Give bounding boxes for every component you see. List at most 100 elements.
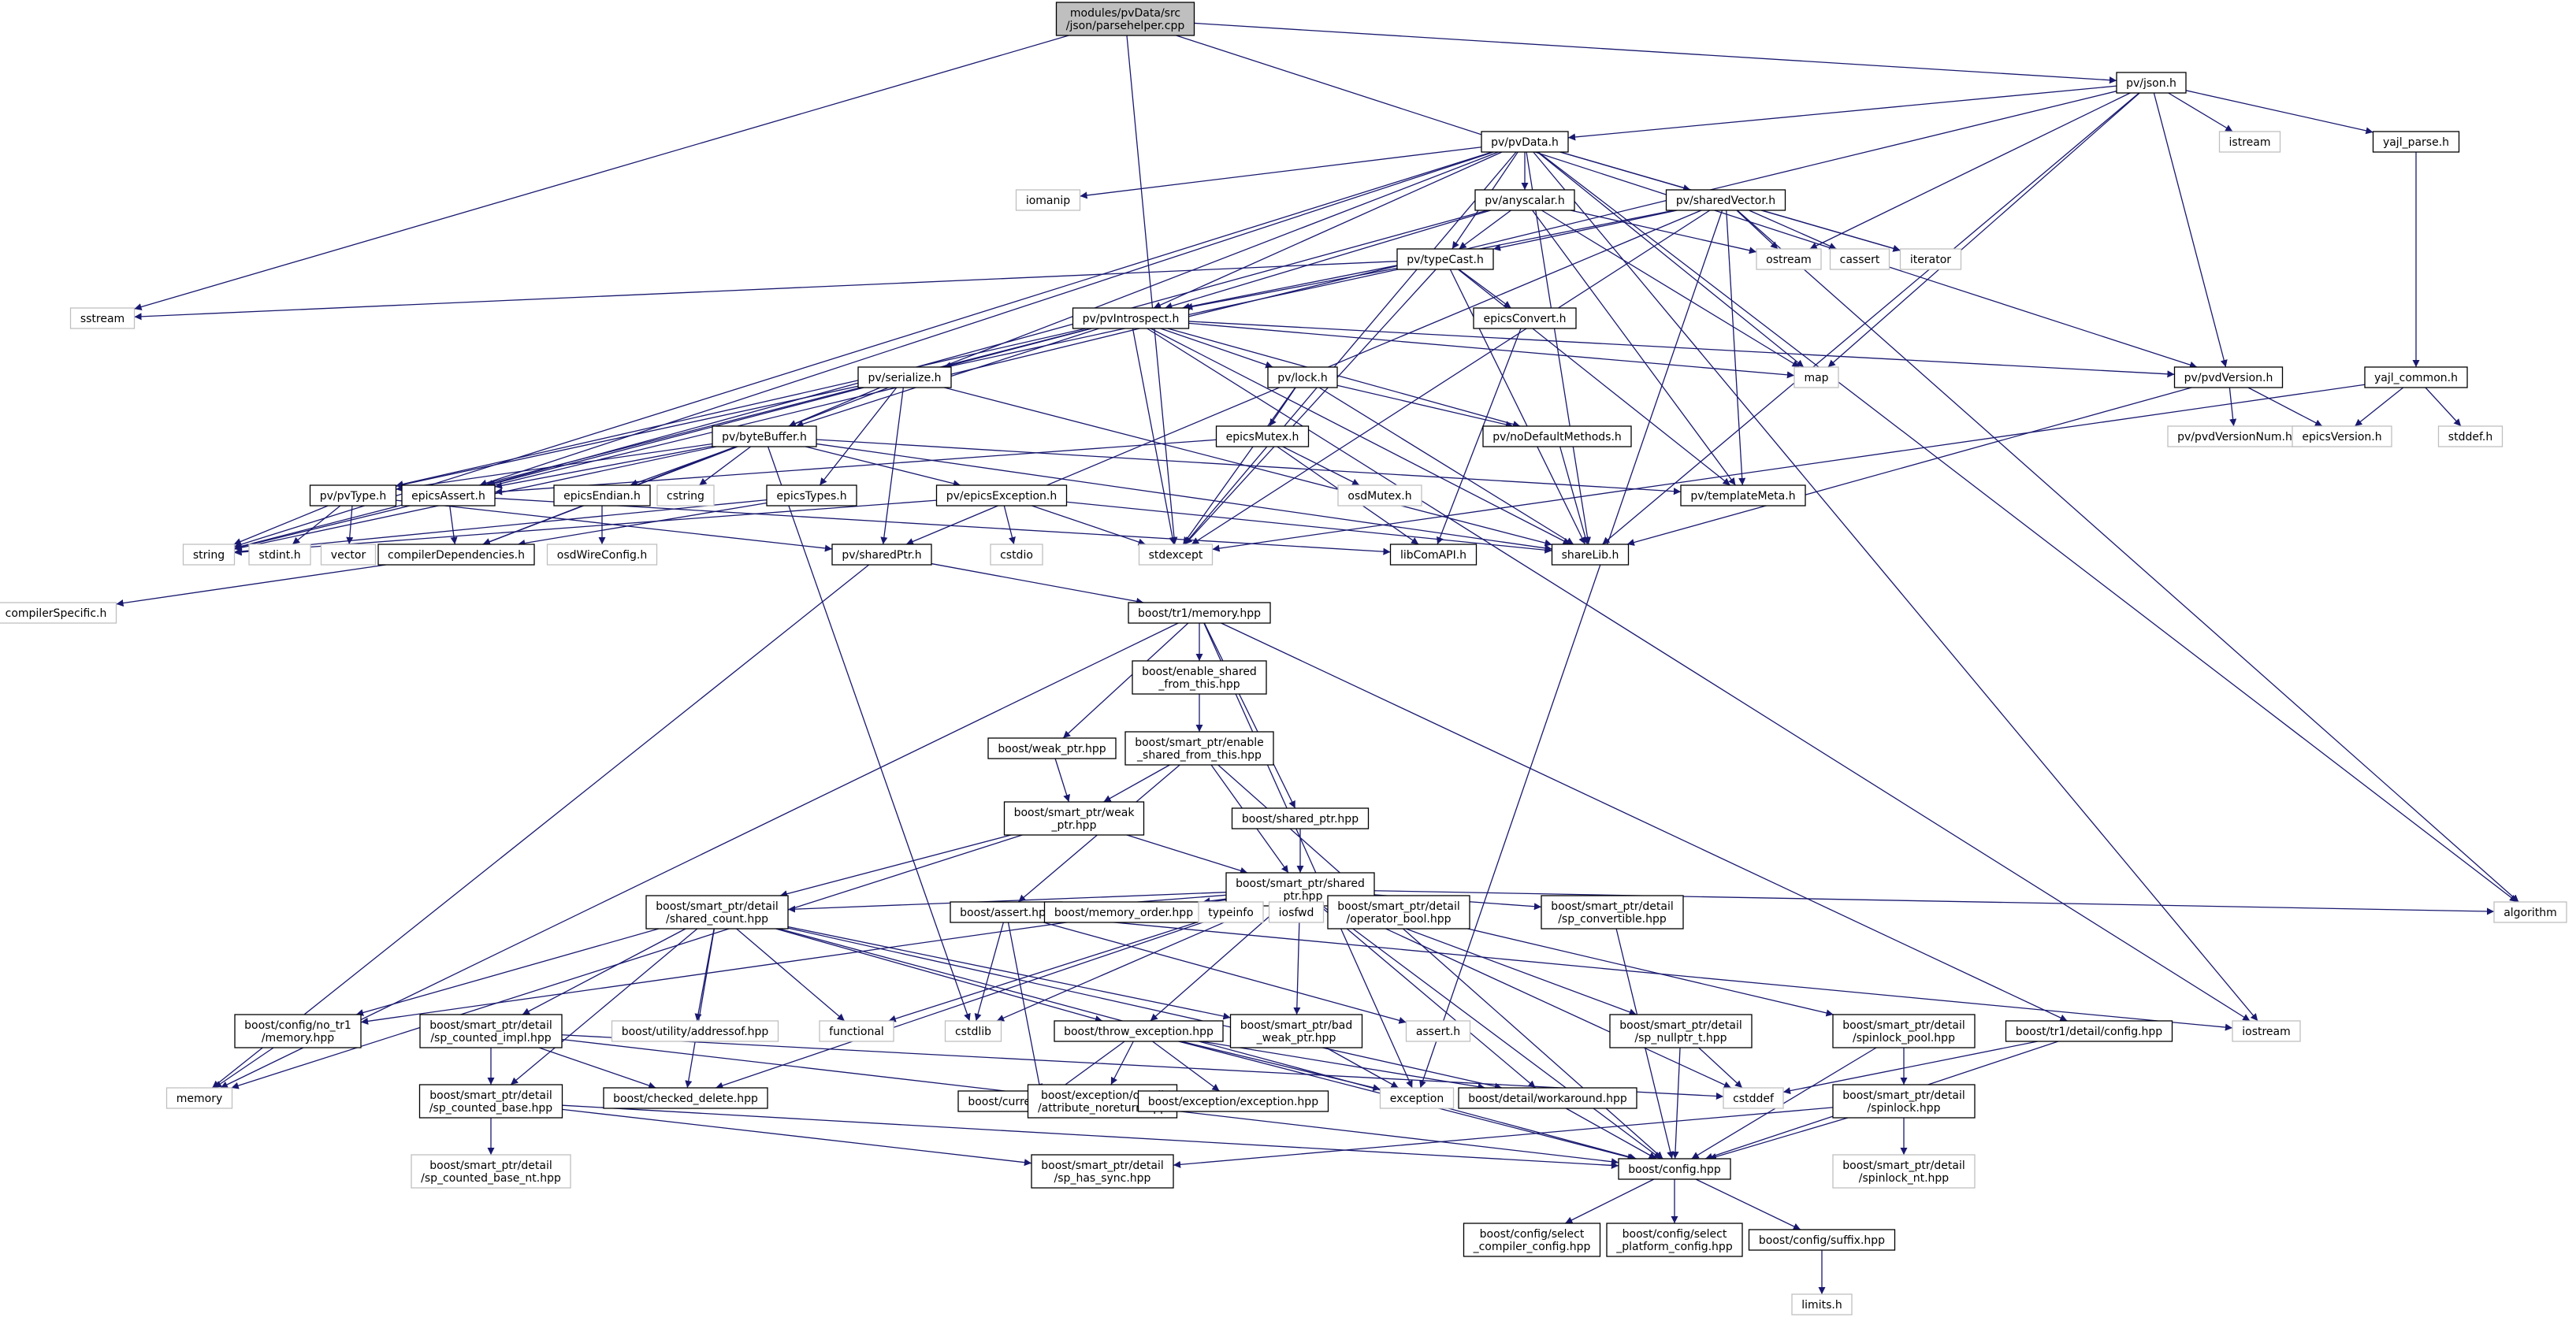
node-file[interactable]: boost/config/no_tr1/memory.hpp xyxy=(234,1014,362,1048)
node-file[interactable]: compilerDependencies.h xyxy=(377,544,535,566)
node-file[interactable]: pv/epicsException.h xyxy=(935,484,1068,507)
include-edge xyxy=(1054,758,1070,803)
node-file[interactable]: boost/config/select_platform_config.hpp xyxy=(1606,1223,1743,1257)
node-file[interactable]: epicsMutex.h xyxy=(1215,425,1310,447)
node-system: cstring xyxy=(656,484,715,507)
node-file[interactable]: boost/shared_ptr.hpp xyxy=(1231,807,1370,829)
node-label: yajl_parse.h xyxy=(2383,136,2449,149)
node-file[interactable]: epicsAssert.h xyxy=(401,484,496,507)
node-box xyxy=(1794,366,1839,388)
node-file[interactable]: boost/smart_ptr/detail/sp_counted_impl.h… xyxy=(419,1014,563,1048)
node-file[interactable]: boost/smart_ptr/detail/sp_nullptr_t.hpp xyxy=(1609,1014,1753,1048)
node-box xyxy=(1463,1223,1601,1257)
node-file[interactable]: boost/throw_exception.hpp xyxy=(1054,1020,1224,1042)
node-label: boost/smart_ptr/bad xyxy=(1240,1019,1352,1032)
node-file[interactable]: pv/anyscalar.h xyxy=(1474,189,1575,211)
node-box xyxy=(935,484,1068,507)
node-root[interactable]: modules/pvData/src/json/parsehelper.cpp xyxy=(1055,2,1195,36)
node-label: /shared_count.hpp xyxy=(666,913,768,926)
node-file[interactable]: pv/noDefaultMethods.h xyxy=(1482,425,1632,447)
node-file[interactable]: boost/smart_ptr/shared_ptr.hpp xyxy=(1225,872,1375,907)
node-file[interactable]: epicsConvert.h xyxy=(1473,307,1577,329)
node-label: /sp_convertible.hpp xyxy=(1558,913,1667,926)
node-file[interactable]: boost/config.hpp xyxy=(1618,1158,1731,1180)
node-file[interactable]: boost/smart_ptr/detail/sp_convertible.hp… xyxy=(1541,895,1684,930)
node-file[interactable]: boost/smart_ptr/detail/shared_count.hpp xyxy=(645,895,789,930)
include-edge xyxy=(396,443,713,492)
node-file[interactable]: boost/smart_ptr/enable_shared_from_this.… xyxy=(1124,731,1274,766)
node-file[interactable]: boost/enable_shared_from_this.hpp xyxy=(1132,660,1267,695)
include-edge xyxy=(1726,210,1746,486)
include-edge xyxy=(1537,151,2518,903)
node-system: string xyxy=(182,544,236,566)
node-file[interactable]: boost/config/suffix.hpp xyxy=(1748,1229,1896,1251)
node-box xyxy=(1215,425,1310,447)
node-file[interactable]: boost/smart_ptr/bad_weak_ptr.hpp xyxy=(1229,1014,1363,1048)
node-system: boost/utility/addressof.hpp xyxy=(611,1020,779,1042)
node-system: memory xyxy=(165,1087,233,1109)
include-edge xyxy=(1043,922,1407,1024)
include-edge xyxy=(538,1047,656,1089)
node-file[interactable]: boost/smart_ptr/detail/spinlock.hpp xyxy=(1832,1084,1976,1119)
node-box xyxy=(990,544,1043,566)
node-label: boost/config.hpp xyxy=(1628,1163,1721,1176)
node-label: pv/anyscalar.h xyxy=(1485,195,1564,207)
node-box xyxy=(2372,131,2460,153)
include-edge xyxy=(630,446,737,487)
node-file[interactable]: boost/smart_ptr/detail/operator_bool.hpp xyxy=(1327,895,1470,930)
node-system: cstddef xyxy=(1723,1087,1784,1109)
node-file[interactable]: pv/byteBuffer.h xyxy=(712,425,817,447)
node-file[interactable]: epicsEndian.h xyxy=(553,484,651,507)
include-edge xyxy=(1153,151,1503,309)
node-file[interactable]: yajl_parse.h xyxy=(2372,131,2460,153)
node-file[interactable]: boost/detail/workaround.hpp xyxy=(1458,1087,1637,1109)
node-label: /sp_has_sync.hpp xyxy=(1054,1172,1151,1185)
node-file[interactable]: boost/smart_ptr/detail/sp_counted_base.h… xyxy=(418,1084,563,1119)
node-label: pv/pvData.h xyxy=(1491,136,1559,149)
node-system: map xyxy=(1794,366,1839,388)
node-file[interactable]: shareLib.h xyxy=(1551,544,1630,566)
node-label: osdMutex.h xyxy=(1347,490,1411,503)
include-edge xyxy=(2185,90,2373,135)
node-file[interactable]: boost/memory_order.hpp xyxy=(1043,901,1204,923)
node-file[interactable]: epicsTypes.h xyxy=(766,484,857,507)
node-file[interactable]: pv/pvdVersion.h xyxy=(2173,366,2284,388)
node-file[interactable]: boost/smart_ptr/detail/sp_has_sync.hpp xyxy=(1031,1154,1174,1189)
node-system: osdWireConfig.h xyxy=(546,544,658,566)
node-file[interactable]: pv/lock.h xyxy=(1267,366,1338,388)
include-edge xyxy=(1147,328,2251,1022)
node-file[interactable]: pv/templateMeta.h xyxy=(1680,484,1806,507)
node-file[interactable]: pv/sharedVector.h xyxy=(1665,189,1786,211)
node-system: iterator xyxy=(1899,248,1962,270)
node-file[interactable]: boost/assert.hpp xyxy=(950,901,1063,923)
node-label: iterator xyxy=(1910,254,1951,266)
node-file[interactable]: boost/smart_ptr/detail/spinlock_pool.hpp xyxy=(1832,1014,1976,1048)
node-file[interactable]: boost/config/select_compiler_config.hpp xyxy=(1463,1223,1601,1257)
node-file[interactable]: pv/serialize.h xyxy=(857,366,952,388)
include-edge xyxy=(716,905,1252,1089)
node-file[interactable]: boost/tr1/memory.hpp xyxy=(1128,602,1271,624)
node-system: algorithm xyxy=(2493,901,2567,923)
include-edge xyxy=(1056,1041,1125,1092)
node-label: /json/parsehelper.cpp xyxy=(1066,20,1185,32)
node-file[interactable]: boost/exception/exception.hpp xyxy=(1137,1090,1329,1112)
include-edge xyxy=(1160,328,1273,369)
node-file[interactable]: pv/json.h xyxy=(2116,72,2187,94)
include-edge xyxy=(996,905,1262,1022)
node-file[interactable]: boost/checked_delete.hpp xyxy=(603,1087,768,1109)
node-file[interactable]: boost/weak_ptr.hpp xyxy=(987,737,1117,759)
node-file[interactable]: boost/smart_ptr/weak_ptr.hpp xyxy=(1003,801,1145,836)
node-file[interactable]: pv/pvType.h xyxy=(309,484,397,507)
node-file[interactable]: pv/pvIntrospect.h xyxy=(1072,307,1190,329)
node-file[interactable]: libComAPI.h xyxy=(1389,544,1478,566)
include-edge xyxy=(1827,92,2140,368)
node-system: boost/smart_ptr/detail/sp_counted_base_n… xyxy=(411,1154,571,1189)
node-label: string xyxy=(193,549,225,562)
node-file[interactable]: yajl_common.h xyxy=(2364,366,2468,388)
node-file[interactable]: pv/sharedPtr.h xyxy=(831,544,932,566)
node-file[interactable]: boost/tr1/detail/config.hpp xyxy=(2005,1020,2173,1042)
node-box xyxy=(234,1014,362,1048)
node-file[interactable]: pv/typeCast.h xyxy=(1396,248,1494,270)
node-file[interactable]: pv/pvData.h xyxy=(1481,131,1569,153)
